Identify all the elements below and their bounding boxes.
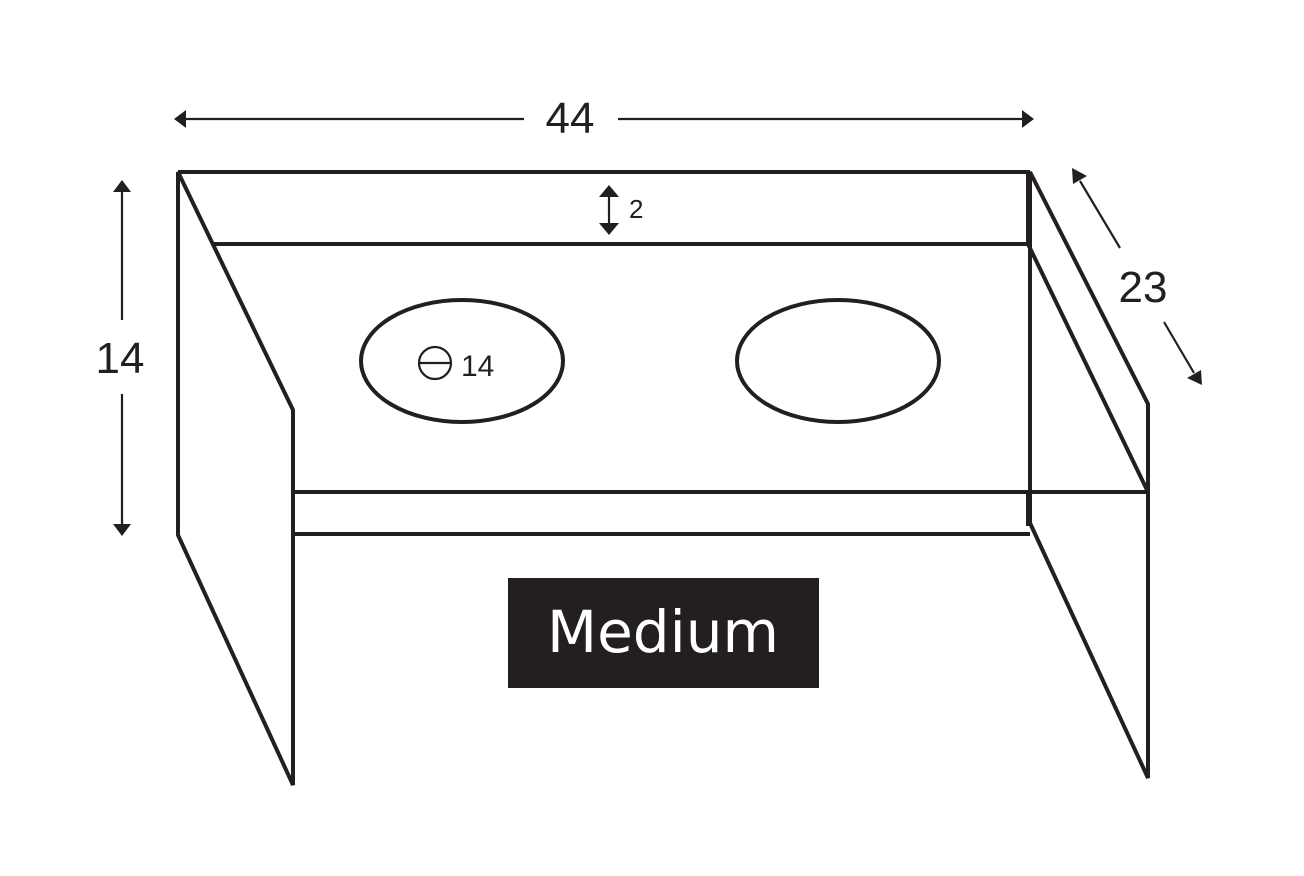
height-dimension: 14	[96, 180, 145, 536]
top-surface-right-edge	[1026, 243, 1150, 493]
height-label: 14	[96, 334, 145, 383]
width-arrow-left	[174, 110, 186, 128]
size-badge-label: Medium	[547, 598, 779, 666]
bowl-hole-left	[359, 298, 565, 424]
depth-label: 23	[1119, 263, 1168, 312]
bowl-openings	[359, 298, 941, 424]
width-arrow-right	[1022, 110, 1034, 128]
size-badge-background	[508, 578, 819, 688]
right-side-panel	[1028, 171, 1150, 779]
rim-dimension: 2	[599, 185, 643, 235]
height-arrow-bottom	[113, 524, 131, 536]
left-side-panel	[176, 171, 295, 786]
bowl-hole-right	[735, 298, 941, 424]
rim-label: 2	[629, 194, 643, 224]
width-label: 44	[546, 94, 595, 143]
size-badge: Medium	[508, 578, 819, 688]
depth-line-bottom	[1163, 321, 1195, 374]
height-arrow-top	[113, 180, 131, 192]
depth-arrow-top	[1072, 168, 1087, 184]
bowl-diameter-label: 14	[461, 350, 494, 383]
depth-arrow-bottom	[1187, 370, 1202, 385]
stand-outline	[176, 170, 1150, 786]
rim-arrow-top	[599, 185, 619, 197]
depth-dimension: 23	[1072, 168, 1202, 385]
diameter-icon	[417, 345, 453, 381]
bowl-diameter: 14	[417, 345, 494, 383]
rim-arrow-bottom	[599, 223, 619, 235]
width-dimension: 44	[174, 94, 1034, 143]
depth-line-top	[1079, 180, 1121, 249]
